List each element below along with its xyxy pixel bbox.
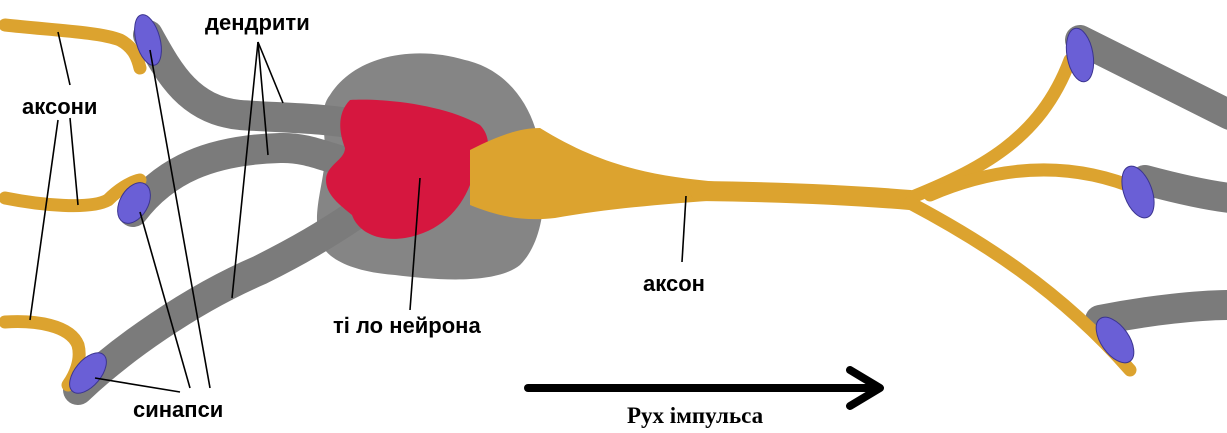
main-axon: [470, 60, 1140, 370]
label-soma: ті ло нейрона: [333, 313, 481, 338]
axon-shaft: [700, 191, 910, 200]
axon-branch-bottom: [910, 203, 1130, 370]
target-dendrite-bottom: [1100, 305, 1227, 320]
label-synapses: синапси: [133, 397, 223, 422]
leader-axon: [682, 196, 686, 262]
leader-axons-2: [70, 118, 78, 205]
axon-hillock: [470, 128, 720, 219]
label-impulse-direction: Рух імпульса: [627, 403, 764, 428]
label-dendrites: дендрити: [205, 10, 310, 35]
label-axon: аксон: [643, 271, 705, 296]
target-dendrite-top: [1080, 40, 1227, 115]
leader-axons-1: [58, 32, 70, 85]
input-axon-bottom: [5, 322, 79, 385]
arrow-right-icon: [528, 370, 880, 406]
label-input-axons: аксони: [22, 94, 97, 119]
dendrite-lower: [78, 215, 355, 390]
leader-dendrites-1: [258, 42, 283, 103]
leader-synapses-3: [95, 378, 180, 392]
target-dendrite-middle: [1145, 180, 1227, 198]
input-axon-top: [5, 25, 140, 68]
leader-axons-3: [30, 120, 58, 320]
